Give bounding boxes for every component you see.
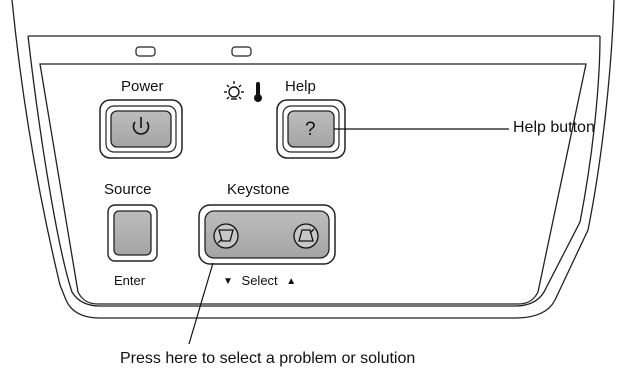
select-label-row: ▼ Select ▲ <box>223 272 296 291</box>
select-label: Select <box>241 273 278 288</box>
help-key-glyph: ? <box>305 119 316 140</box>
select-hint-callout: Press here to select a problem or soluti… <box>120 350 416 367</box>
lamp-indicator-light <box>135 46 156 57</box>
power-icon <box>132 117 150 135</box>
select-down-arrow-icon: ▼ <box>223 276 233 287</box>
control-panel-face <box>39 63 587 305</box>
select-callout-line <box>188 262 214 345</box>
lamp-indicator-icon <box>224 81 244 100</box>
source-label: Source <box>104 181 152 198</box>
help-label: Help <box>285 78 316 95</box>
keystone-left-icon <box>213 223 239 249</box>
source-enter-button[interactable] <box>107 204 158 262</box>
projector-body <box>11 0 615 319</box>
keystone-label: Keystone <box>227 181 290 198</box>
temperature-indicator-light <box>231 46 252 57</box>
power-button[interactable] <box>99 99 183 159</box>
power-label: Power <box>121 78 164 95</box>
keystone-select-button[interactable] <box>198 204 336 265</box>
temperature-indicator-icon <box>254 82 262 102</box>
help-button-callout: Help button <box>513 119 595 136</box>
keystone-right-icon <box>293 223 319 249</box>
select-up-arrow-icon: ▲ <box>286 276 297 287</box>
enter-label: Enter <box>114 273 146 288</box>
